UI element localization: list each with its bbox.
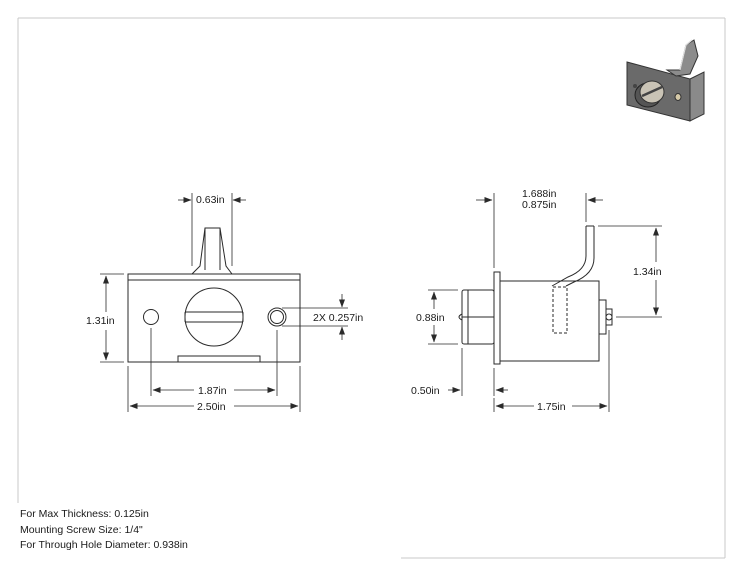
dim-lever-height: 1.34in xyxy=(633,266,662,278)
front-view xyxy=(127,227,301,363)
isometric-view xyxy=(626,39,705,122)
dim-front-height: 1.31in xyxy=(86,315,115,327)
side-dimensions xyxy=(428,193,662,412)
dim-hole-callout: 2X 0.257in xyxy=(313,312,363,324)
side-view xyxy=(458,225,613,365)
note-screw-size: Mounting Screw Size: 1/4" xyxy=(20,523,143,536)
dim-hole-spacing: 1.87in xyxy=(198,385,227,397)
dim-overall-width: 2.50in xyxy=(197,401,226,413)
dim-top-1: 1.688in xyxy=(522,188,557,200)
note-max-thickness: For Max Thickness: 0.125in xyxy=(20,508,149,520)
dim-body-height: 0.88in xyxy=(416,312,445,324)
front-dimensions xyxy=(100,193,348,412)
sheet-frame xyxy=(17,17,726,559)
dim-tab-width: 0.63in xyxy=(196,194,225,206)
dim-screw-length: 0.50in xyxy=(411,385,440,397)
note-through-hole: For Through Hole Diameter: 0.938in xyxy=(20,539,188,551)
dim-depth: 1.75in xyxy=(537,401,566,413)
dim-top-2: 0.875in xyxy=(522,199,557,211)
notes-block: For Max Thickness: 0.125in Mounting Scre… xyxy=(20,507,188,554)
